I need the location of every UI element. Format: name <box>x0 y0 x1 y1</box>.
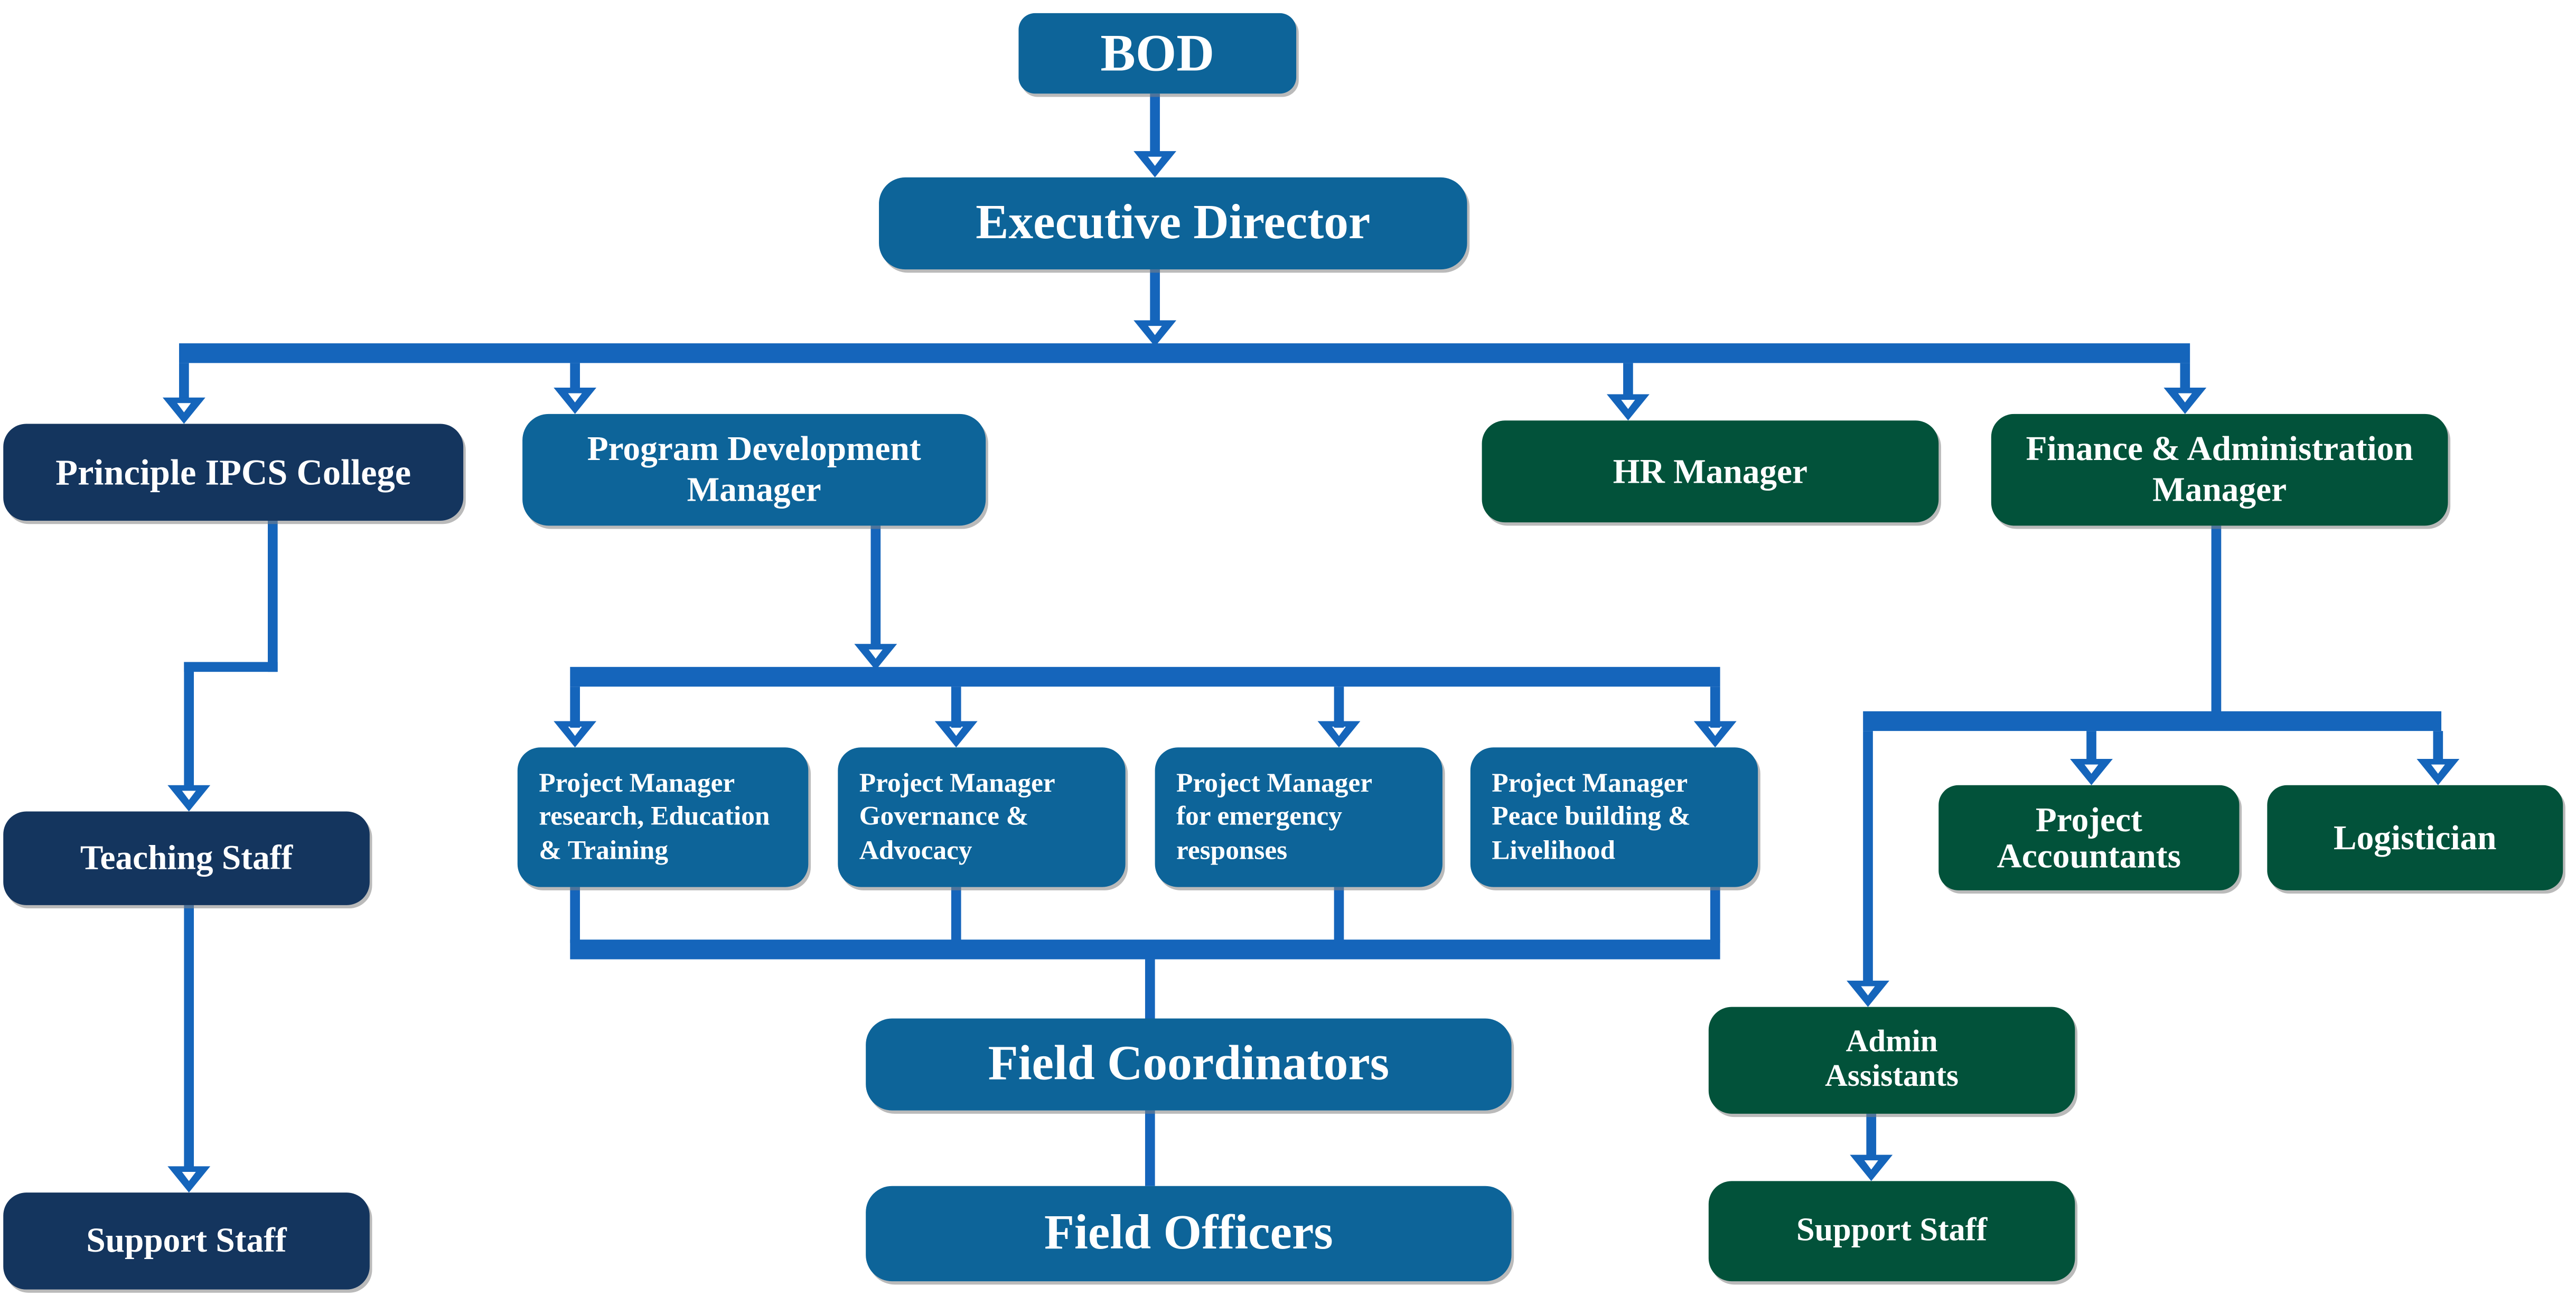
connector-segment <box>1334 687 1344 728</box>
node-label: Project Accountants <box>1997 800 2181 876</box>
node-program-development-manager: Program Development Manager <box>522 414 986 526</box>
arrowhead-icon <box>554 721 597 748</box>
arrowhead-icon <box>554 388 597 414</box>
connector-segment <box>1145 1110 1155 1186</box>
node-field-officers: Field Officers <box>866 1186 1512 1282</box>
node-label: Principle IPCS College <box>55 450 411 492</box>
connector-segment <box>570 687 580 728</box>
connector-segment <box>184 662 278 672</box>
arrowhead-icon <box>934 721 978 748</box>
node-executive-director: Executive Director <box>879 177 1467 270</box>
connector-segment <box>184 905 194 1170</box>
node-label: Project Manager Peace building & Livelih… <box>1492 766 1691 866</box>
arrowhead-icon <box>1134 320 1177 347</box>
node-finance-admin-manager: Finance & Administration Manager <box>1991 414 2448 526</box>
node-admin-assistants: Admin Assistants <box>1708 1007 2075 1114</box>
node-label: BOD <box>1100 22 1215 82</box>
connector-segment <box>870 525 881 647</box>
connector-segment <box>951 687 961 728</box>
node-support-staff-college: Support Staff <box>3 1192 370 1290</box>
connector-segment <box>1710 687 1720 728</box>
connector-segment <box>570 887 580 943</box>
connector-segment <box>1334 887 1344 943</box>
arrowhead-icon <box>1606 394 1650 421</box>
connector-segment <box>1710 887 1720 943</box>
arrowhead-icon <box>162 397 205 424</box>
connector-segment <box>2433 731 2443 763</box>
connector-bar <box>570 666 1720 687</box>
node-label: Project Manager research, Education & Tr… <box>539 766 770 866</box>
node-label: Finance & Administration Manager <box>2026 429 2413 510</box>
arrowhead-icon <box>2070 759 2113 785</box>
arrowhead-icon <box>1847 980 1889 1007</box>
node-label: Field Officers <box>1044 1206 1333 1261</box>
node-pm-emergency-responses: Project Manager for emergency responses <box>1155 747 1442 887</box>
connector-bar <box>570 940 1720 960</box>
node-project-accountants: Project Accountants <box>1938 785 2240 890</box>
node-bod: BOD <box>1018 13 1297 94</box>
arrowhead-icon <box>1850 1154 1893 1181</box>
connector-segment <box>1150 93 1160 155</box>
node-label: HR Manager <box>1613 451 1808 491</box>
arrowhead-icon <box>1693 721 1737 748</box>
arrowhead-icon <box>167 785 211 812</box>
node-pm-research-education-training: Project Manager research, Education & Tr… <box>517 747 809 887</box>
arrowhead-icon <box>2163 388 2207 414</box>
connector-segment <box>570 363 580 391</box>
arrowhead-icon <box>2416 759 2460 785</box>
connector-bar <box>1863 711 2442 731</box>
node-label: Program Development Manager <box>587 429 921 510</box>
node-label: Support Staff <box>86 1220 287 1261</box>
connector-segment <box>951 887 961 943</box>
node-field-coordinators: Field Coordinators <box>866 1018 1512 1111</box>
connector-segment <box>267 520 278 672</box>
connector-segment <box>1866 1113 1877 1158</box>
connector-segment <box>1150 269 1160 325</box>
node-support-staff-finance: Support Staff <box>1708 1181 2075 1282</box>
node-label: Support Staff <box>1796 1212 1988 1248</box>
connector-segment <box>1145 959 1155 1022</box>
node-logistician: Logistician <box>2267 785 2563 890</box>
node-teaching-staff: Teaching Staff <box>3 811 370 905</box>
node-pm-peace-building-livelihood: Project Manager Peace building & Livelih… <box>1470 747 1758 887</box>
node-label: Admin Assistants <box>1825 1024 1959 1093</box>
node-label: Logistician <box>2334 817 2497 857</box>
connector-segment <box>2211 525 2222 715</box>
node-label: Field Coordinators <box>988 1037 1390 1092</box>
connector-lines <box>179 93 2443 1186</box>
connector-segment <box>1623 363 1633 398</box>
node-pm-governance-advocacy: Project Manager Governance & Advocacy <box>838 747 1126 887</box>
arrowhead-icon <box>854 644 897 671</box>
node-hr-manager: HR Manager <box>1482 420 1939 523</box>
connector-segment <box>184 662 194 788</box>
connector-segment <box>1863 731 1873 984</box>
node-label: Project Manager for emergency responses <box>1176 766 1373 866</box>
connector-segment <box>2180 363 2190 391</box>
node-label: Teaching Staff <box>80 838 293 878</box>
connector-segment <box>2086 731 2096 763</box>
node-label: Executive Director <box>976 196 1371 250</box>
node-principle-ipcs-college: Principle IPCS College <box>3 424 464 521</box>
arrowhead-icon <box>1134 151 1177 177</box>
arrowhead-icon <box>167 1166 211 1193</box>
connector-segment <box>179 363 189 401</box>
arrowhead-icon <box>1317 721 1361 748</box>
node-label: Project Manager Governance & Advocacy <box>859 766 1055 866</box>
connector-bar <box>179 343 2190 363</box>
